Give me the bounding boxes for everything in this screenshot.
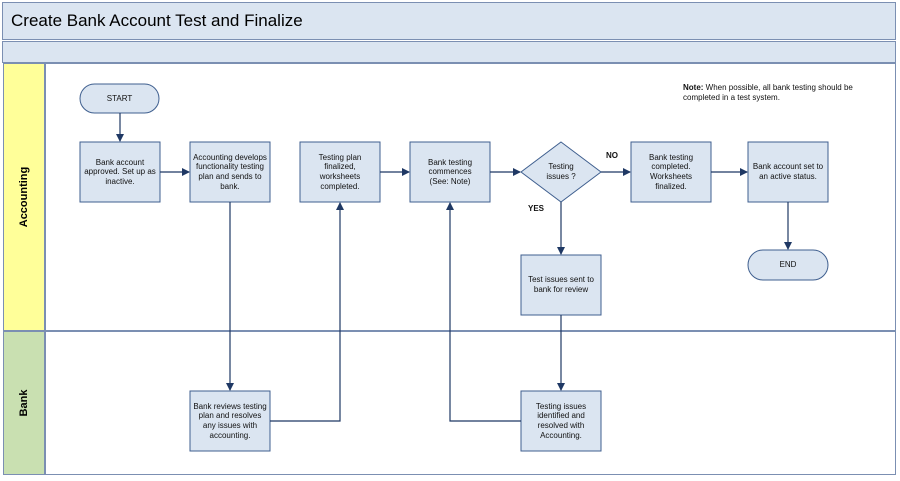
- lane-bank: [45, 331, 896, 475]
- testing-issues-decision-text: Testing issues ?: [546, 162, 576, 181]
- end-label: END: [779, 260, 797, 270]
- test-issues-sent-box: [520, 254, 602, 316]
- arrow-bank-reviews-to-finalized: [270, 202, 344, 422]
- title-bar: Create Bank Account Test and Finalize: [2, 2, 896, 40]
- arrow-resolved-to-commences: [446, 202, 521, 422]
- test-issues-sent-text: Test issues sent to bank for review: [528, 275, 594, 294]
- edge-label-yes: YES: [528, 204, 545, 213]
- note-prefix: Note:: [683, 83, 704, 92]
- lane-label-accounting: Accounting: [3, 63, 45, 331]
- bank-account-approved-box: [79, 141, 161, 203]
- bank-testing-completed-box: [630, 141, 712, 203]
- accounting-develops-text: Accounting develops functionality testin…: [193, 152, 267, 191]
- bank-testing-commences-text: Bank testing commences (See: Note): [427, 157, 473, 186]
- end-terminator: [747, 249, 829, 281]
- note-text: When possible, all bank testing should b…: [683, 83, 853, 103]
- issues-resolved-text: Testing issues identified and resolved w…: [535, 401, 587, 440]
- edge-label-no: NO: [606, 151, 618, 160]
- diagram-title: Create Bank Account Test and Finalize: [11, 11, 303, 30]
- testing-plan-finalized-box: [299, 141, 381, 203]
- bank-reviews-plan-text: Bank reviews testing plan and resolves a…: [193, 401, 267, 440]
- bank-account-active-box: [747, 141, 829, 203]
- bank-account-approved-text: Bank account approved. Set up as inactiv…: [84, 157, 156, 186]
- note-annotation: Note: When possible, all bank testing sh…: [683, 83, 873, 104]
- lane-label-bank: Bank: [3, 331, 45, 475]
- header-band: [2, 41, 896, 63]
- issues-resolved-box: [520, 390, 602, 452]
- bank-reviews-plan-box: [189, 390, 271, 452]
- testing-plan-finalized-text: Testing plan finalized, worksheets compl…: [318, 152, 362, 191]
- start-label: START: [106, 93, 133, 103]
- bank-account-active-text: Bank account set to an active status.: [752, 162, 824, 181]
- bank-testing-commences-box: [409, 141, 491, 203]
- bank-testing-completed-text: Bank testing completed. Worksheets final…: [648, 152, 694, 191]
